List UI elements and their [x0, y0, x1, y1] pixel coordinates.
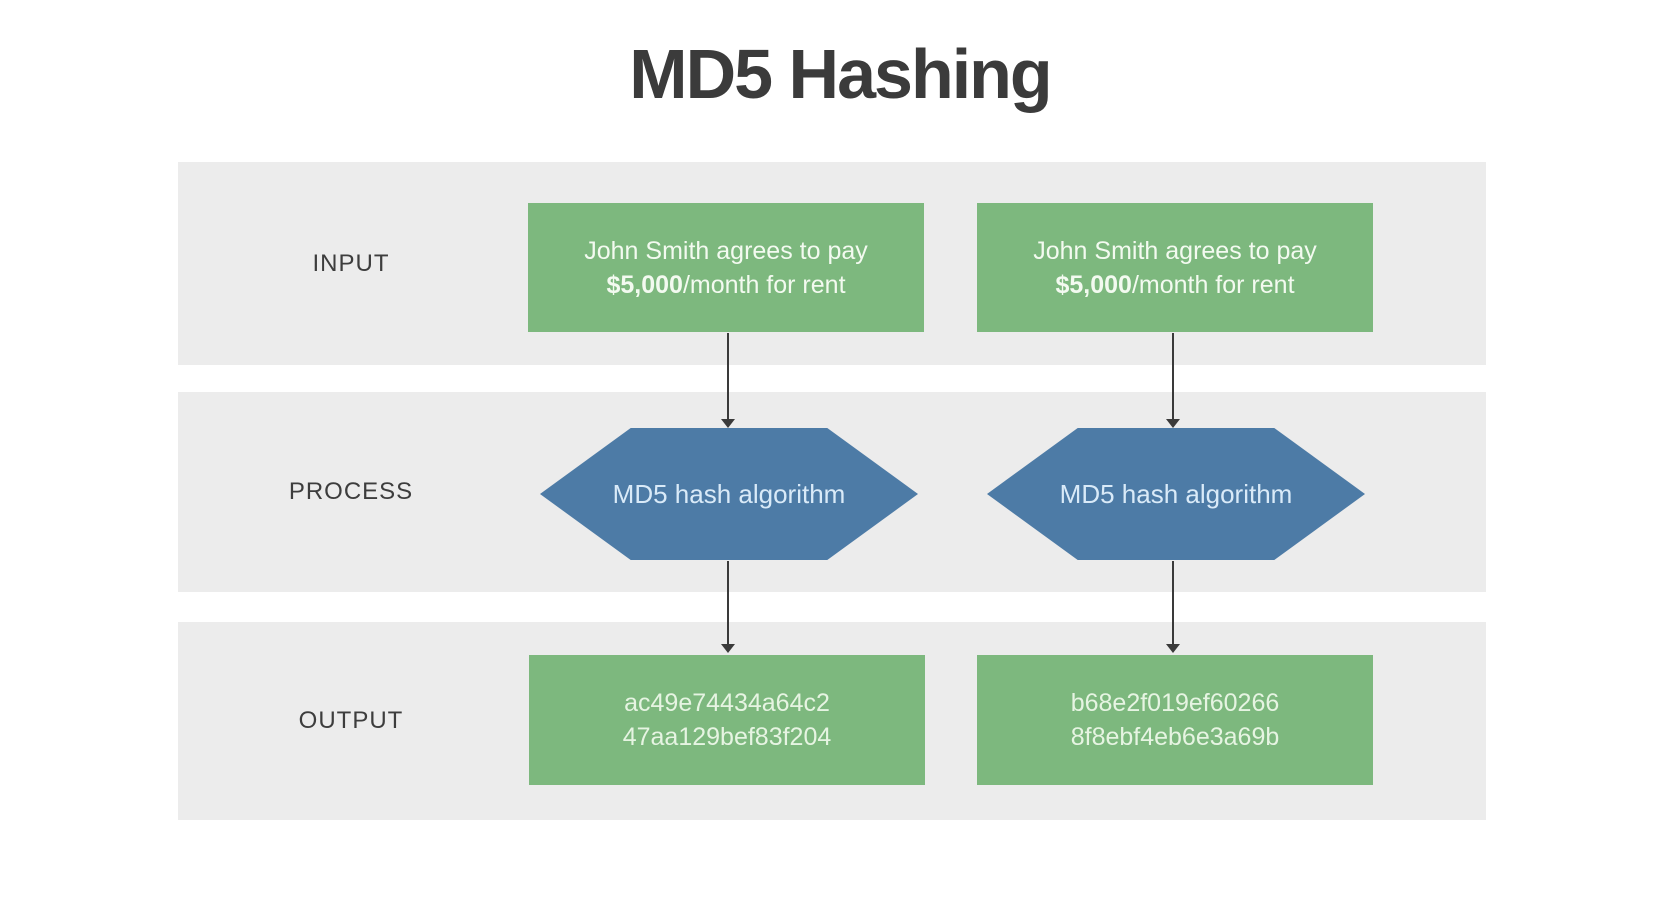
- process-hexagon-2-label: MD5 hash algorithm: [1059, 478, 1293, 509]
- arrow-head-icon: [1166, 644, 1180, 653]
- row-label-input: INPUT: [312, 249, 390, 277]
- input-box-1-line2-rest: /month for rent: [682, 270, 846, 299]
- output-box-1-line2: 47aa129bef83f204: [622, 723, 832, 751]
- arrow-down-input-to-process-1: [721, 333, 735, 428]
- arrow-shaft: [727, 561, 729, 646]
- input-box-2: John Smith agrees to pay $5,000/month fo…: [977, 203, 1373, 332]
- arrow-shaft: [1172, 561, 1174, 646]
- arrow-down-process-to-output-2: [1166, 561, 1180, 653]
- arrow-shaft: [727, 333, 729, 421]
- output-box-2-line2: 8f8ebf4eb6e3a69b: [1070, 723, 1280, 751]
- input-box-1-line1: John Smith agrees to pay: [584, 236, 868, 265]
- input-box-2-line1: John Smith agrees to pay: [1033, 236, 1317, 265]
- input-box-1-line2: $5,000/month for rent: [606, 268, 845, 302]
- arrow-head-icon: [721, 644, 735, 653]
- output-box-1-line1: ac49e74434a64c2: [624, 689, 830, 717]
- input-box-2-amount: $5,000: [1055, 270, 1132, 299]
- row-label-output: OUTPUT: [298, 707, 404, 734]
- arrow-down-process-to-output-1: [721, 561, 735, 653]
- input-box-1-amount: $5,000: [606, 270, 683, 299]
- output-box-1: ac49e74434a64c2 47aa129bef83f204: [529, 655, 925, 785]
- arrow-down-input-to-process-2: [1166, 333, 1180, 428]
- arrow-head-icon: [1166, 419, 1180, 428]
- arrow-shaft: [1172, 333, 1174, 421]
- output-box-2: b68e2f019ef60266 8f8ebf4eb6e3a69b: [977, 655, 1373, 785]
- process-hexagon-2: MD5 hash algorithm: [987, 428, 1365, 560]
- input-box-2-line2: $5,000/month for rent: [1055, 268, 1294, 302]
- page-title: MD5 Hashing: [629, 35, 1052, 113]
- input-box-2-line2-rest: /month for rent: [1131, 270, 1295, 299]
- arrow-head-icon: [721, 419, 735, 428]
- output-box-2-line1: b68e2f019ef60266: [1070, 689, 1280, 717]
- row-label-process: PROCESS: [288, 478, 414, 505]
- process-hexagon-1-label: MD5 hash algorithm: [612, 478, 846, 509]
- process-hexagon-1: MD5 hash algorithm: [540, 428, 918, 560]
- input-box-1: John Smith agrees to pay $5,000/month fo…: [528, 203, 924, 332]
